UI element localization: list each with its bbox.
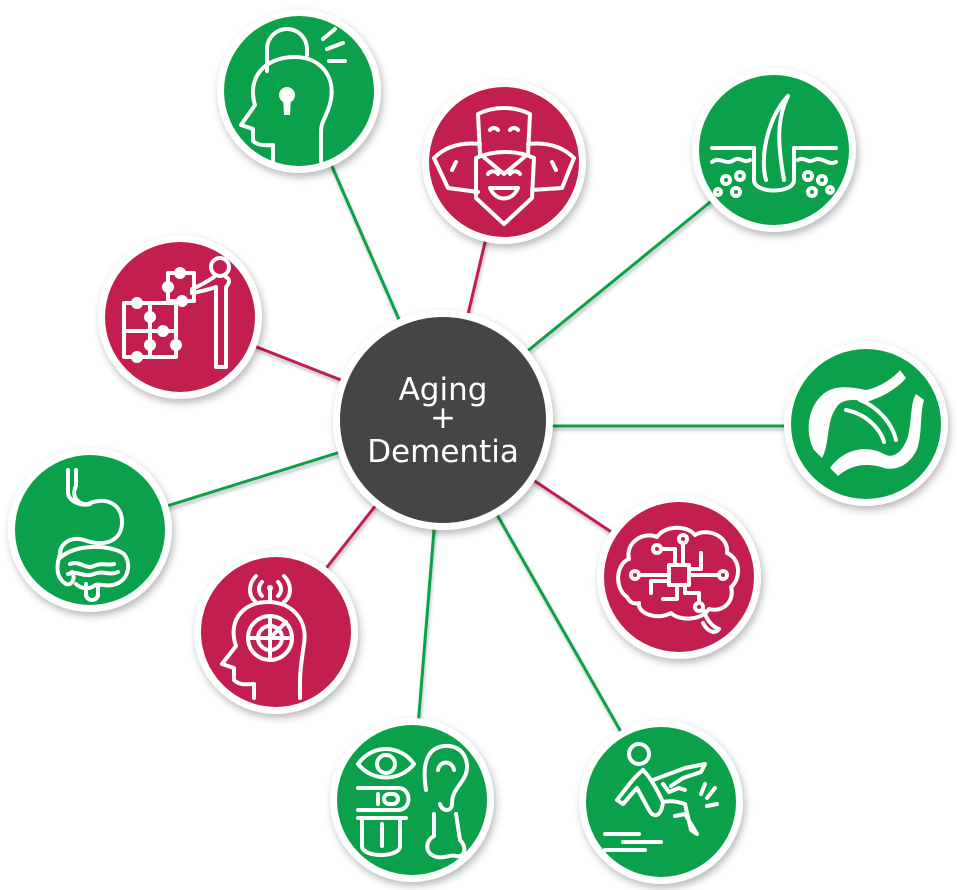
node-problem-solving [98,235,262,399]
node-falls [579,720,743,884]
puzzle-person-icon [122,256,231,369]
node-brain-technology [597,495,761,659]
node-emotions [422,80,586,244]
node-perception [194,550,358,714]
node-joints [784,342,948,506]
hair-follicle-icon [710,94,838,198]
theater-masks-icon [432,106,576,226]
brain-circuit-icon [616,525,740,634]
center-node: Aging + Dementia [333,310,553,530]
center-title-plus: + [430,400,456,436]
head-unlock-icon [239,27,347,163]
person-slipping-icon [603,742,719,852]
digestive-system-icon [55,468,131,602]
bone-joint-icon [808,370,924,476]
center-title-aging: Aging [399,372,488,408]
center-title-dementia: Dementia [367,434,519,470]
node-senses [330,718,494,882]
five-senses-icon [356,743,470,860]
node-cognitive-access [217,9,381,173]
node-skin-hair [692,68,856,232]
node-digestion [8,448,172,612]
head-radar-icon [220,574,307,700]
